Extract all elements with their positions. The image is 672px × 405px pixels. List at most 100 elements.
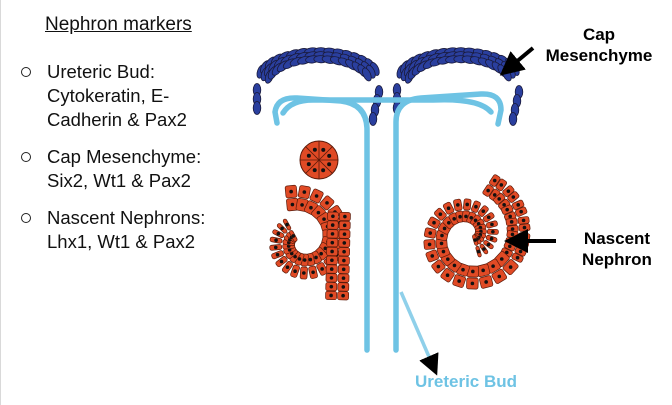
cell-nucleus	[437, 265, 441, 269]
cell-nucleus	[330, 285, 334, 289]
cell-nucleus	[343, 215, 347, 219]
cell-nucleus	[343, 232, 347, 236]
cell-nucleus	[342, 268, 346, 272]
label-line: Nephron	[567, 249, 667, 270]
cell-nucleus	[481, 209, 485, 213]
cell-nucleus	[446, 257, 450, 261]
cell-nucleus	[446, 273, 450, 277]
cap-mesenchyme-label: Cap Mesenchyme	[539, 24, 659, 66]
cell-nucleus	[508, 244, 512, 248]
cell-nucleus	[321, 148, 325, 152]
cell-nucleus	[502, 203, 506, 207]
cell-nucleus	[457, 279, 461, 283]
cell-nucleus	[516, 203, 520, 207]
cell-nucleus	[292, 234, 296, 238]
cell-nucleus	[341, 285, 345, 289]
cell-nucleus	[274, 246, 278, 250]
cell-nucleus	[291, 203, 295, 207]
cell-nucleus	[286, 265, 290, 269]
label-line: Cap	[539, 24, 659, 45]
cap-cell	[253, 102, 261, 115]
cell-nucleus	[313, 148, 317, 152]
cap-cell	[369, 113, 377, 126]
cell-nucleus	[309, 206, 313, 210]
cell-nucleus	[500, 183, 504, 187]
cell-nucleus	[484, 280, 488, 284]
cell-nucleus	[440, 242, 444, 246]
cell-nucleus	[285, 223, 289, 227]
cap-mesenchyme-arrow	[509, 48, 533, 68]
cell-nucleus	[428, 231, 432, 235]
cell-nucleus	[500, 257, 504, 261]
cell-nucleus	[428, 243, 432, 247]
cell-nucleus	[280, 260, 284, 264]
cell-nucleus	[512, 195, 516, 199]
cell-nucleus	[342, 259, 346, 263]
cell-nucleus	[442, 250, 446, 254]
cell-nucleus	[341, 294, 345, 298]
cell-nucleus	[276, 253, 280, 257]
cell-nucleus	[342, 241, 346, 245]
cell-nucleus	[508, 215, 512, 219]
cell-nucleus	[491, 230, 495, 234]
ureteric-bud-arrow	[401, 292, 433, 366]
cell-nucleus	[447, 206, 451, 210]
cell-nucleus	[522, 219, 526, 223]
cell-nucleus	[523, 235, 527, 239]
cell-nucleus	[327, 154, 331, 158]
cell-nucleus	[509, 265, 513, 269]
cell-nucleus	[458, 215, 462, 219]
cell-nucleus	[311, 270, 315, 274]
cell-nucleus	[519, 210, 523, 214]
cell-nucleus	[461, 268, 465, 272]
cell-nucleus	[289, 190, 293, 194]
cell-nucleus	[497, 275, 501, 279]
cell-nucleus	[490, 223, 494, 227]
cell-nucleus	[331, 214, 335, 218]
cell-nucleus	[511, 233, 515, 237]
cell-nucleus	[314, 256, 318, 260]
cell-nucleus	[303, 258, 307, 262]
cell-nucleus	[307, 154, 311, 158]
cell-nucleus	[456, 203, 460, 207]
cell-nucleus	[439, 212, 443, 216]
cell-nucleus	[330, 276, 334, 280]
cap-cell	[509, 113, 517, 126]
cell-nucleus	[516, 256, 520, 260]
cell-nucleus	[277, 232, 281, 236]
cell-nucleus	[317, 211, 321, 215]
cell-nucleus	[474, 205, 478, 209]
nephron-cluster-small	[300, 141, 338, 179]
cell-nucleus	[491, 264, 495, 268]
cell-nucleus	[322, 217, 326, 221]
cell-nucleus	[313, 168, 317, 172]
cell-nucleus	[331, 241, 335, 245]
cell-nucleus	[440, 234, 444, 238]
nascent-nephron-label: Nascent Nephron	[567, 228, 667, 270]
cell-nucleus	[487, 243, 491, 247]
label-line: Nascent	[567, 228, 667, 249]
cell-nucleus	[471, 270, 475, 274]
cell-nucleus	[274, 238, 278, 242]
cell-nucleus	[321, 168, 325, 172]
label-line: Mesenchyme	[539, 45, 659, 66]
ureteric-bud-branch	[283, 100, 491, 113]
cell-nucleus	[482, 247, 486, 251]
cell-nucleus	[320, 267, 324, 271]
cell-nucleus	[331, 223, 335, 227]
cell-nucleus	[343, 224, 347, 228]
cell-nucleus	[519, 250, 523, 254]
cell-nucleus	[493, 179, 497, 183]
cell-nucleus	[487, 216, 491, 220]
cell-nucleus	[302, 271, 306, 275]
cell-nucleus	[309, 258, 313, 262]
cell-nucleus	[430, 254, 434, 258]
cell-nucleus	[443, 227, 447, 231]
cell-nucleus	[303, 190, 307, 194]
cell-nucleus	[300, 203, 304, 207]
cell-nucleus	[523, 226, 527, 230]
cell-nucleus	[464, 215, 468, 219]
cell-nucleus	[486, 189, 490, 193]
cell-nucleus	[307, 162, 311, 166]
